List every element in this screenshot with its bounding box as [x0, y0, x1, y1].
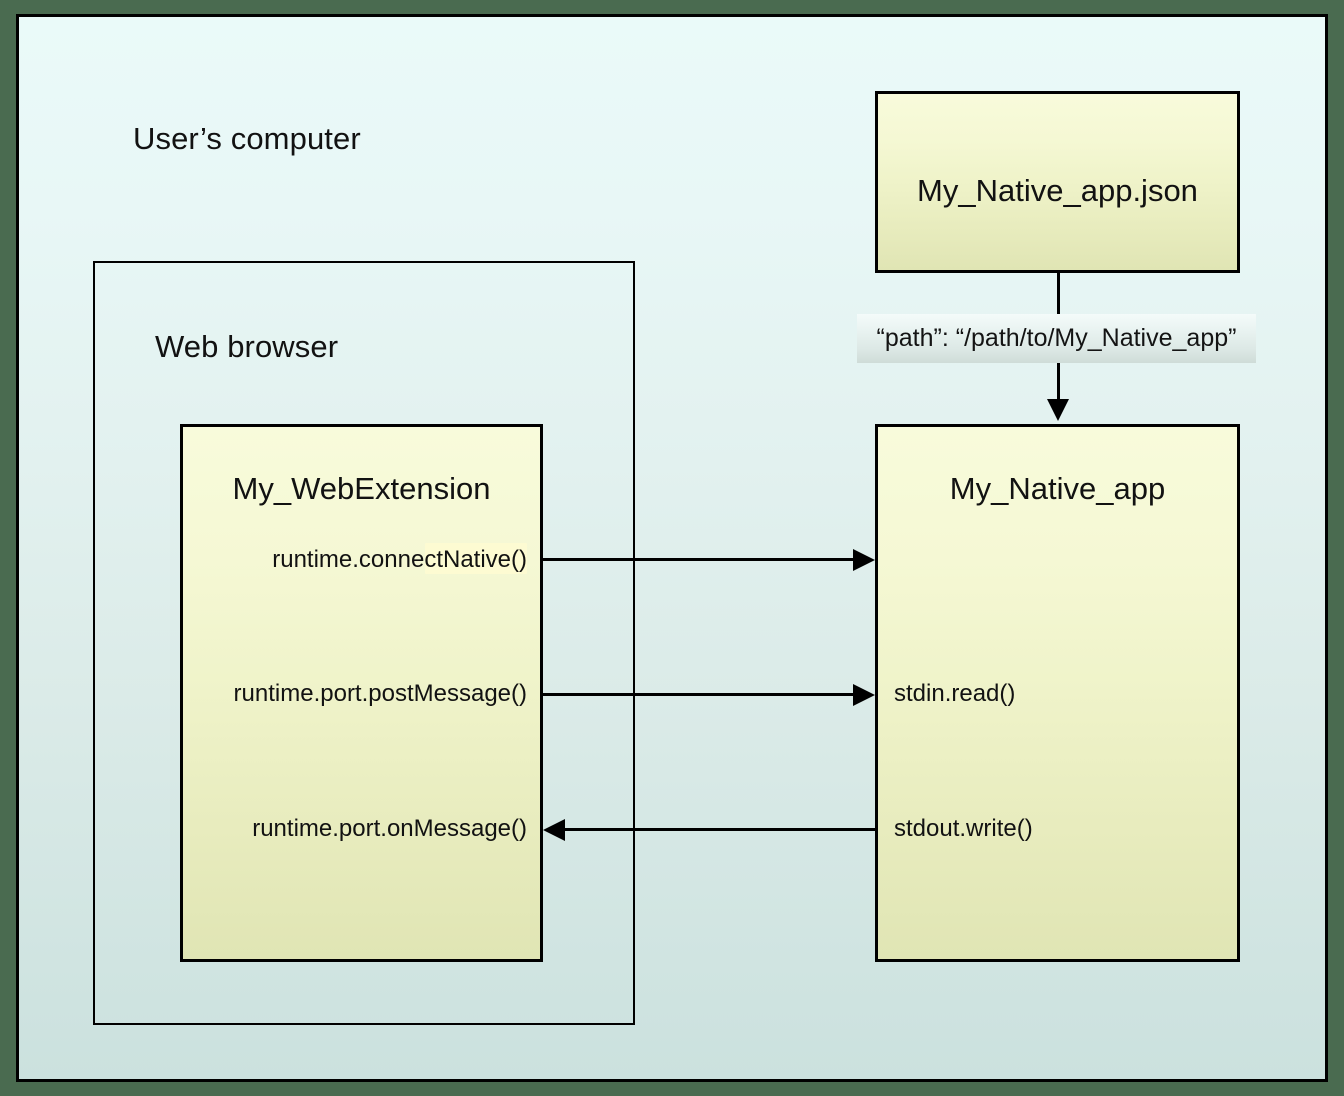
manifest-path-connector-lower — [1057, 363, 1060, 401]
diagram-canvas: User’s computer Web browser My_WebExtens… — [16, 14, 1328, 1082]
region-label-users-computer: User’s computer — [133, 121, 361, 156]
component-my-webextension[interactable]: My_WebExtension — [180, 424, 543, 962]
api-label-on-message: runtime.port.onMessage() — [252, 815, 527, 842]
connector-post-message — [543, 693, 853, 696]
api-label-post-message: runtime.port.postMessage() — [233, 680, 527, 707]
connector-connect-native-arrowhead — [853, 549, 875, 571]
connector-connect-native — [543, 558, 853, 561]
connector-on-message — [565, 828, 875, 831]
annotation-manifest-path: “path”: “/path/to/My_Native_app” — [857, 314, 1256, 363]
component-title-my-webextension: My_WebExtension — [232, 471, 491, 506]
manifest-path-arrowhead — [1047, 399, 1069, 421]
connector-post-message-arrowhead — [853, 684, 875, 706]
component-title-my-native-app: My_Native_app — [949, 471, 1166, 506]
component-title-manifest-json: My_Native_app.json — [917, 173, 1198, 208]
manifest-path-connector-upper — [1057, 273, 1060, 314]
annotation-manifest-path-text: “path”: “/path/to/My_Native_app” — [876, 324, 1237, 352]
api-label-stdout-write: stdout.write() — [894, 815, 1033, 842]
api-label-stdin-read: stdin.read() — [894, 680, 1016, 707]
connect-native-text-highlight — [425, 543, 527, 574]
web-browser-container — [93, 261, 635, 1025]
connector-on-message-arrowhead — [543, 819, 565, 841]
component-manifest-json[interactable]: My_Native_app.json — [875, 91, 1240, 273]
component-my-native-app[interactable]: My_Native_app — [875, 424, 1240, 962]
region-label-web-browser: Web browser — [155, 329, 339, 364]
api-label-connect-native: runtime.connectNative() — [272, 546, 527, 573]
